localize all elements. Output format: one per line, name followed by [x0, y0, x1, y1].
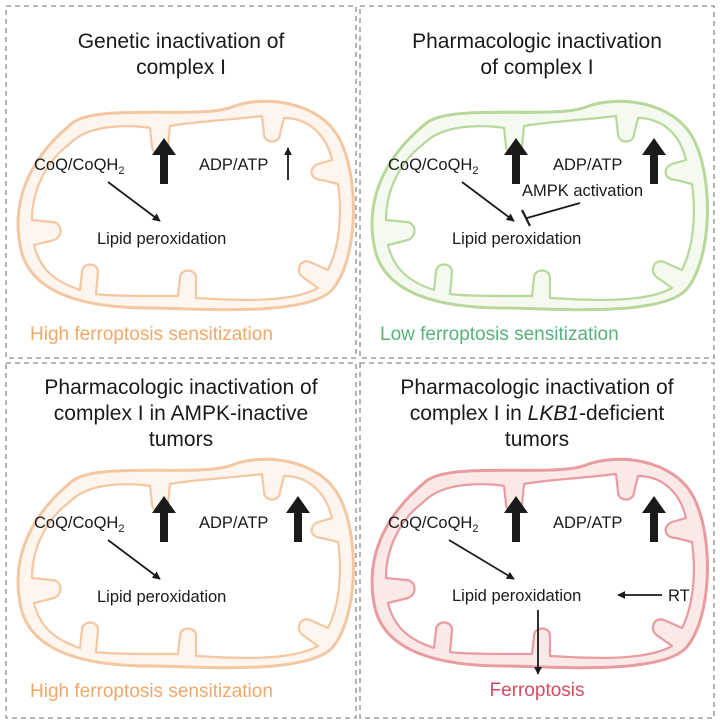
- panel-title-line-2: of complex I: [480, 56, 593, 79]
- outcome-caption: Ferroptosis: [489, 680, 584, 701]
- arrow-icon: [107, 181, 161, 222]
- up-arrow-icon: [152, 138, 176, 184]
- lipid-peroxidation-label: Lipid peroxidation: [97, 230, 226, 248]
- panel-title-line-1: Pharmacologic inactivation of: [400, 376, 673, 399]
- adp-atp-label: ADP/ATP: [553, 514, 622, 532]
- panel-pharmacologic: Pharmacologic inactivation of complex I …: [370, 30, 709, 345]
- panel-border-br: [359, 362, 715, 719]
- inner-membrane-cristae: [30, 472, 341, 660]
- outcome-caption: Low ferroptosis sensitization: [380, 324, 619, 345]
- up-arrow-icon: [152, 496, 176, 542]
- panel-lkb1-deficient: Pharmacologic inactivation of complex I …: [370, 376, 709, 701]
- inner-membrane-cristae: [30, 114, 341, 302]
- coq-label: CoQ/CoQH2: [388, 156, 478, 177]
- panel-border-tl: [5, 5, 357, 359]
- outcome-caption: High ferroptosis sensitization: [30, 681, 273, 702]
- coq-label: CoQ/CoQH2: [34, 514, 124, 535]
- panel-title-line-1: Pharmacologic inactivation: [412, 30, 662, 53]
- mitochondrion: [16, 457, 355, 670]
- coq-label: CoQ/CoQH2: [388, 514, 478, 535]
- rt-label: RT: [668, 587, 690, 605]
- panel-title-line-2: complex I in AMPK-inactive: [54, 402, 308, 425]
- inner-membrane-cristae: [384, 114, 695, 302]
- adp-atp-label: ADP/ATP: [199, 514, 268, 532]
- lipid-peroxidation-label: Lipid peroxidation: [452, 230, 581, 248]
- arrow-icon: [448, 539, 515, 580]
- up-arrow-icon: [504, 138, 528, 184]
- panel-genetic: Genetic inactivation of complex I CoQ/Co…: [16, 30, 355, 345]
- panel-border-tr: [359, 5, 715, 359]
- inner-membrane-cristae: [384, 472, 695, 660]
- mitochondrion: [370, 457, 709, 670]
- up-arrow-icon: [642, 496, 666, 542]
- lipid-peroxidation-label: Lipid peroxidation: [452, 587, 581, 605]
- up-arrow-icon: [504, 496, 528, 542]
- panel-title-line-3: tumors: [149, 428, 213, 451]
- arrow-icon: [107, 539, 161, 580]
- adp-atp-label: ADP/ATP: [553, 156, 622, 174]
- panel-title-line-2: complex I in LKB1-deficient: [410, 402, 665, 425]
- mitochondrion: [16, 99, 355, 312]
- lipid-peroxidation-label: Lipid peroxidation: [97, 588, 226, 606]
- up-arrow-icon: [286, 496, 310, 542]
- inhibition-icon: [521, 202, 581, 227]
- up-arrow-icon: [642, 138, 666, 184]
- adp-atp-label: ADP/ATP: [199, 156, 268, 174]
- arrow-icon: [461, 181, 515, 222]
- panel-ampk-inactive: Pharmacologic inactivation of complex I …: [16, 376, 355, 702]
- panel-title-line-3: tumors: [505, 428, 569, 451]
- mitochondrion: [370, 99, 709, 312]
- outcome-caption: High ferroptosis sensitization: [30, 324, 273, 345]
- ampk-activation-label: AMPK activation: [522, 182, 643, 200]
- panel-title-line-2: complex I: [136, 56, 226, 79]
- coq-label: CoQ/CoQH2: [34, 156, 124, 177]
- panel-title-line-1: Genetic inactivation of: [78, 30, 285, 53]
- panel-title-line-1: Pharmacologic inactivation of: [44, 376, 317, 399]
- panel-border-bl: [5, 362, 357, 719]
